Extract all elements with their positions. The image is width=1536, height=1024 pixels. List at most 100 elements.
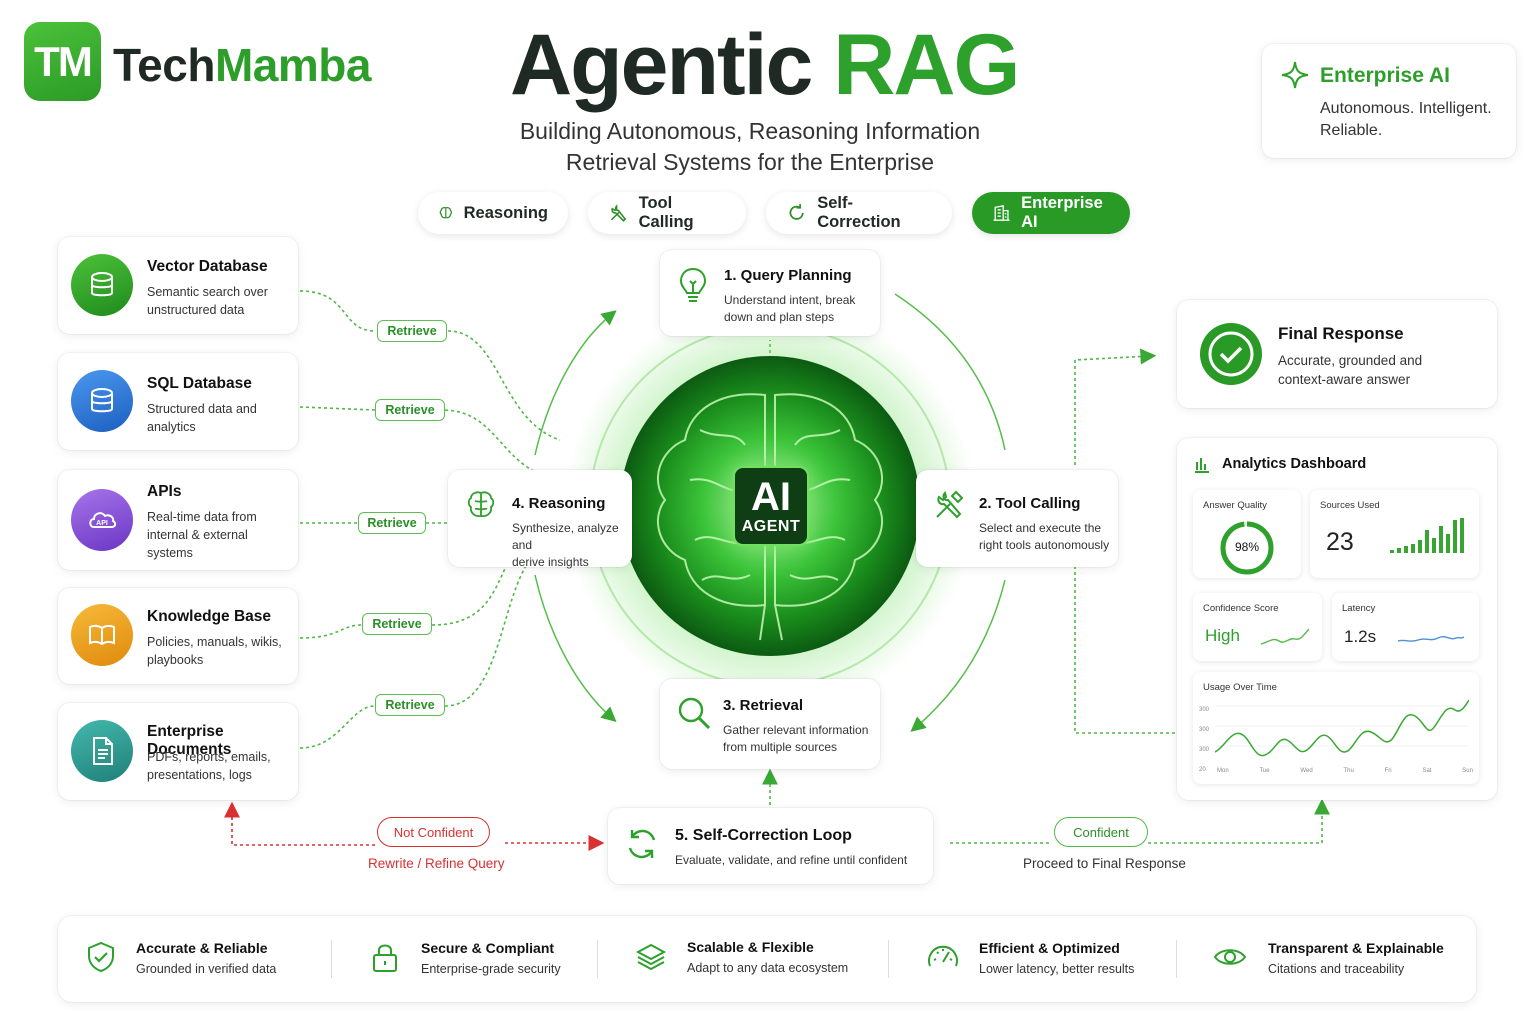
pill-self-correction-label: Self-Correction	[817, 194, 901, 231]
subtitle-line1: Building Autonomous, Reasoning Informati…	[519, 118, 981, 144]
ai-agent-line2: AGENT	[741, 518, 801, 535]
sparkle-icon	[1281, 61, 1309, 89]
usage-x-ticks: Mon Tue Wed Thu Fri Sat Sun	[1217, 768, 1473, 774]
building-icon	[993, 205, 1010, 221]
footer-desc: Enterprise-grade security	[421, 962, 561, 976]
step-desc-line2: derive insights	[512, 555, 589, 569]
footer-item-efficient: Efficient & Optimized Lower latency, bet…	[926, 936, 1156, 986]
final-response-desc-line2: context-aware answer	[1278, 372, 1411, 387]
x-tick: Sun	[1462, 768, 1473, 774]
pill-tool-calling[interactable]: Tool Calling	[588, 192, 746, 234]
lightbulb-icon	[679, 267, 707, 302]
footer-desc: Citations and traceability	[1268, 962, 1405, 976]
step-desc-line2: down and plan steps	[724, 310, 835, 324]
pill-self-correction[interactable]: Self-Correction	[766, 192, 952, 234]
ai-agent-badge: AI AGENT	[733, 466, 809, 546]
final-response-desc-line1: Accurate, grounded and	[1278, 353, 1423, 368]
source-card-enterprise-docs[interactable]: Enterprise Documents PDFs, reports, emai…	[58, 703, 298, 800]
step-title: 5. Self-Correction Loop	[675, 827, 852, 844]
source-card-sql-db[interactable]: SQL Database Structured data and analyti…	[58, 353, 298, 450]
footer-title: Transparent & Explainable	[1268, 940, 1444, 956]
api-cloud-icon: API	[71, 489, 133, 551]
tile-label: Confidence Score	[1203, 603, 1279, 614]
source-card-apis[interactable]: API APIs Real-time data from internal & …	[58, 470, 298, 570]
footer-item-transparent: Transparent & Explainable Citations and …	[1213, 936, 1453, 986]
tile-sources-used: Sources Used 23	[1310, 490, 1479, 578]
step-title: 4. Reasoning	[512, 495, 606, 512]
title-part1: Agentic	[510, 17, 813, 113]
tile-confidence: Confidence Score High	[1193, 593, 1322, 661]
usage-y-ticks: 300 300 300 20	[1199, 700, 1209, 780]
x-tick: Thu	[1343, 768, 1354, 774]
footer-title: Secure & Compliant	[421, 940, 555, 956]
footer-separator	[597, 940, 598, 978]
enterprise-card-title: Enterprise AI	[1320, 64, 1450, 87]
analytics-title: Analytics Dashboard	[1222, 456, 1367, 472]
refresh-icon	[628, 829, 656, 859]
source-card-vector-db[interactable]: Vector Database Semantic search over uns…	[58, 237, 298, 334]
step-reasoning[interactable]: 4. Reasoning Synthesize, analyze and deri…	[448, 470, 632, 569]
pill-reasoning[interactable]: Reasoning	[418, 192, 568, 234]
tile-label: Answer Quality	[1203, 500, 1267, 511]
footer-bar	[58, 916, 1476, 1002]
source-title: Vector Database	[147, 258, 268, 275]
tile-latency: Latency 1.2s	[1332, 593, 1479, 661]
source-title: Knowledge Base	[147, 608, 272, 625]
latency-sparkline	[1398, 636, 1464, 642]
shield-check-icon	[88, 941, 114, 973]
step-desc: Synthesize, analyze and derive insights	[512, 520, 632, 571]
footer-title: Accurate & Reliable	[136, 940, 268, 956]
y-tick: 20	[1199, 767, 1206, 773]
document-icon	[71, 720, 133, 782]
x-tick: Sat	[1422, 768, 1432, 774]
brand-name: TechMamba	[113, 38, 371, 92]
brain-icon-center	[656, 393, 884, 641]
retrieve-tag: Retrieve	[377, 320, 447, 342]
step-desc-line1: Synthesize, analyze and	[512, 521, 619, 552]
layers-icon	[635, 943, 667, 971]
not-confident-tag: Not Confident	[377, 817, 490, 847]
quality-ring	[1220, 521, 1274, 575]
x-tick: Tue	[1259, 768, 1270, 774]
eye-icon	[1213, 949, 1247, 965]
source-desc: PDFs, reports, emails, presentations, lo…	[147, 750, 271, 782]
enterprise-card-line2: Reliable.	[1320, 122, 1383, 139]
source-card-knowledge-base[interactable]: Knowledge Base Policies, manuals, wikis,…	[58, 588, 298, 684]
check-circle-icon	[1200, 323, 1262, 385]
enterprise-ai-card: Enterprise AI Autonomous. Intelligent.Re…	[1262, 44, 1516, 158]
analytics-dashboard: Analytics Dashboard Answer Quality 98% S…	[1177, 438, 1497, 800]
database-icon	[71, 254, 133, 316]
database-icon	[71, 370, 133, 432]
sources-mini-bars	[1390, 518, 1464, 553]
brand-name-part1: Tech	[113, 39, 215, 91]
quality-value: 98%	[1234, 540, 1260, 554]
source-title: Enterprise Documents	[147, 723, 232, 758]
latency-value: 1.2s	[1344, 627, 1377, 646]
step-self-correction[interactable]: 5. Self-Correction Loop Evaluate, valida…	[608, 808, 933, 884]
footer-desc: Adapt to any data ecosystem	[687, 961, 849, 975]
tile-usage-over-time: Usage Over Time 300 300 300 20 Mon Tue W…	[1193, 672, 1479, 784]
step-retrieval[interactable]: 3. Retrieval Gather relevant information…	[660, 679, 880, 769]
step-query-planning[interactable]: 1. Query Planning Understand intent, bre…	[660, 250, 880, 336]
footer-item-secure: Secure & Compliant Enterprise-grade secu…	[368, 936, 578, 986]
step-desc: Evaluate, validate, and refine until con…	[675, 853, 908, 867]
confidence-sparkline	[1261, 628, 1310, 645]
pill-enterprise-ai[interactable]: Enterprise AI	[972, 192, 1130, 234]
page-subtitle: Building Autonomous, Reasoning Informati…	[470, 116, 1030, 178]
source-title: SQL Database	[147, 375, 252, 392]
source-desc: Semantic search over unstructured data	[147, 285, 268, 317]
tile-label: Usage Over Time	[1203, 682, 1277, 693]
sources-value: 23	[1326, 528, 1354, 556]
subtitle-line2: Retrieval Systems for the Enterprise	[565, 149, 935, 175]
title-part2: RAG	[833, 17, 1020, 113]
step-title: 1. Query Planning	[724, 267, 852, 284]
step-desc-line1: Select and execute the	[979, 521, 1102, 535]
footer-separator	[888, 940, 889, 978]
x-tick: Fri	[1384, 768, 1392, 774]
footer-title: Scalable & Flexible	[687, 939, 814, 955]
final-response-desc: Accurate, grounded and context-aware answ…	[1278, 351, 1422, 389]
pill-reasoning-label: Reasoning	[463, 203, 548, 222]
